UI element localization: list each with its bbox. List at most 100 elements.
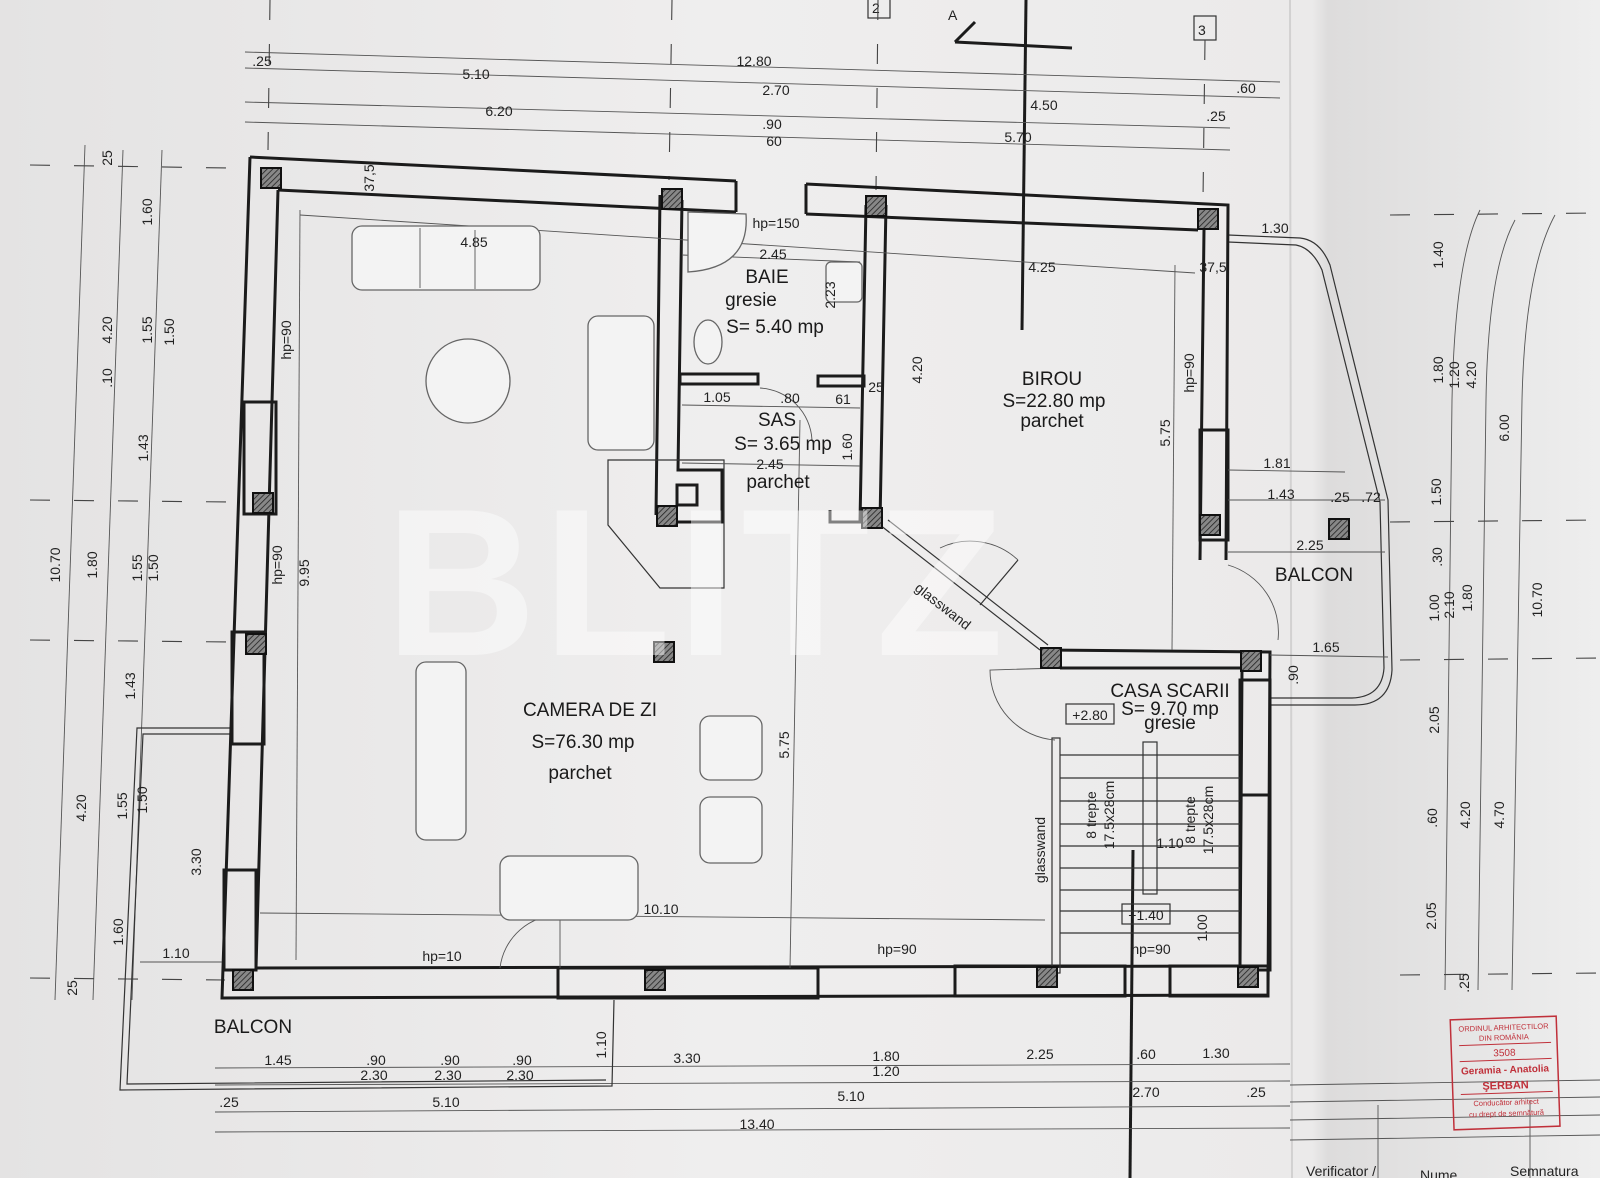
dimension-label: 1.10 [593, 1031, 609, 1058]
dimension-label: 1.80 [84, 551, 100, 578]
glasswand-label-2: glasswand [1032, 817, 1048, 883]
dimension-label: 1.10 [162, 945, 189, 961]
room-camera-de-zi-name: CAMERA DE ZI [523, 700, 657, 721]
dimension-label: 1.43 [122, 672, 138, 699]
dimension-label: 3.30 [673, 1050, 700, 1066]
dimension-label: .25 [1246, 1084, 1266, 1100]
title-block: Verificator / Nume Semnatura [1289, 1079, 1600, 1178]
dimension-label: 5.10 [462, 66, 489, 82]
dimension-label: .25 [1206, 108, 1226, 124]
dimension-label: 1.55 [139, 316, 155, 343]
dimension-label: 1.60 [139, 198, 155, 225]
armchair-1 [699, 715, 763, 781]
dimension-label: 25 [64, 980, 80, 996]
dimension-label: 25 [868, 379, 884, 395]
dimension-label: 1.05 [703, 389, 730, 405]
flight-2-steps: 8 trepte [1182, 796, 1198, 844]
dimension-label: hp=90 [269, 545, 285, 585]
dimension-label: 1.60 [110, 918, 126, 945]
dimension-label: .90 [366, 1052, 386, 1068]
armchair-2 [699, 796, 763, 864]
paper-fold [1289, 0, 1293, 1178]
sink [825, 261, 863, 303]
dimension-label: 4.50 [1030, 97, 1057, 113]
dimension-lines [29, 0, 1600, 1133]
dimension-label: hp=90 [278, 320, 294, 360]
dimension-label: 1.20 [872, 1063, 899, 1079]
dimension-label: 13.40 [739, 1116, 774, 1132]
sofa-left [415, 661, 467, 841]
flight-1-steps: 8 trepte [1083, 791, 1099, 839]
sofa-bottom [499, 855, 639, 921]
shower-tray [687, 211, 747, 273]
dimension-label: 1.55 [114, 792, 130, 819]
dimension-label: hp=90 [1181, 353, 1197, 393]
dimension-label: hp=90 [877, 941, 917, 957]
room-balcon-right: BALCON [1275, 565, 1353, 586]
dimension-label: 5.70 [1004, 129, 1031, 145]
balcony-outlines [119, 234, 1393, 1091]
svg-text:ORDINUL ARHITECTILOR: ORDINUL ARHITECTILOR [1458, 1021, 1549, 1033]
dimension-label: 2.45 [759, 246, 786, 262]
svg-text:cu drept de semnătură: cu drept de semnătură [1469, 1108, 1545, 1120]
dimension-label: .25 [1330, 489, 1350, 505]
dimension-label: 2.25 [1026, 1046, 1053, 1062]
dimension-label: hp=150 [752, 215, 799, 231]
title-block-nume: Nume [1420, 1167, 1458, 1178]
dimension-label: hp=10 [422, 948, 462, 964]
svg-text:Conducător arhitect: Conducător arhitect [1473, 1097, 1540, 1108]
dimension-label: 4.20 [1463, 361, 1479, 388]
dimension-label: 25 [99, 150, 115, 166]
dimension-label: 12.80 [736, 53, 771, 69]
room-casa-scarii-floor: gresie [1144, 713, 1196, 734]
dimension-label: 60 [766, 133, 782, 149]
dimension-label: 37,5 [1199, 259, 1226, 275]
structural-columns [232, 167, 1350, 991]
room-birou-area: S=22.80 mp [1003, 391, 1106, 412]
dimension-label: 2.70 [1132, 1084, 1159, 1100]
dimension-label: 2.30 [506, 1067, 533, 1083]
dimension-label: 1.30 [1202, 1045, 1229, 1061]
dimension-label: 1.20 [1446, 361, 1462, 388]
dimension-label: 5.10 [837, 1088, 864, 1104]
dimension-label: 1.50 [161, 318, 177, 345]
room-balcon-bottom: BALCON [214, 1017, 292, 1038]
dimension-label: 1.43 [1267, 486, 1294, 502]
room-baie-area: S= 5.40 mp [726, 317, 824, 338]
dimension-label: 2.30 [434, 1067, 461, 1083]
dimension-label: 1.10 [1156, 835, 1183, 851]
room-birou-floor: parchet [1020, 411, 1084, 432]
walls [140, 155, 1389, 1000]
furniture [351, 211, 863, 921]
dimension-label: 2.45 [756, 456, 783, 472]
level-mid: +1.40 [1128, 907, 1164, 923]
title-block-verificator: Verificator / [1306, 1163, 1376, 1178]
dimension-label: 4.20 [99, 316, 115, 343]
dimension-label: 1.50 [145, 554, 161, 581]
dimension-label: 5.75 [1157, 419, 1173, 446]
dimension-label: 5.10 [432, 1094, 459, 1110]
level-box-mid [1121, 903, 1171, 925]
flight-2-size: 17.5x28cm [1200, 786, 1216, 854]
dimension-label: .25 [252, 53, 272, 69]
dimension-label: .60 [1236, 80, 1256, 96]
grid-axes: 2 3 A [867, 0, 1217, 1178]
dimension-label: .30 [1429, 547, 1445, 567]
dimension-label: 4.20 [73, 794, 89, 821]
room-casa-scarii-area: S= 9.70 mp [1121, 699, 1219, 720]
room-sas-area: S= 3.65 mp [734, 434, 832, 455]
title-block-semnatura: Semnatura [1510, 1163, 1579, 1178]
dimension-label: 10.70 [47, 547, 63, 582]
dimension-label: 1.00 [1426, 594, 1442, 621]
dimension-label: 4.70 [1491, 801, 1507, 828]
level-box-top [1065, 703, 1115, 725]
svg-text:Geramia - Anatolia: Geramia - Anatolia [1461, 1063, 1550, 1077]
room-baie-floor: gresie [725, 290, 777, 311]
dimension-label: 1.65 [1312, 639, 1339, 655]
dimension-label: 1.80 [872, 1048, 899, 1064]
dimension-label: 37,5 [361, 164, 377, 191]
dimension-label: 4.20 [909, 356, 925, 383]
dimension-label: .60 [1136, 1046, 1156, 1062]
dimension-label: 4.20 [1457, 801, 1473, 828]
